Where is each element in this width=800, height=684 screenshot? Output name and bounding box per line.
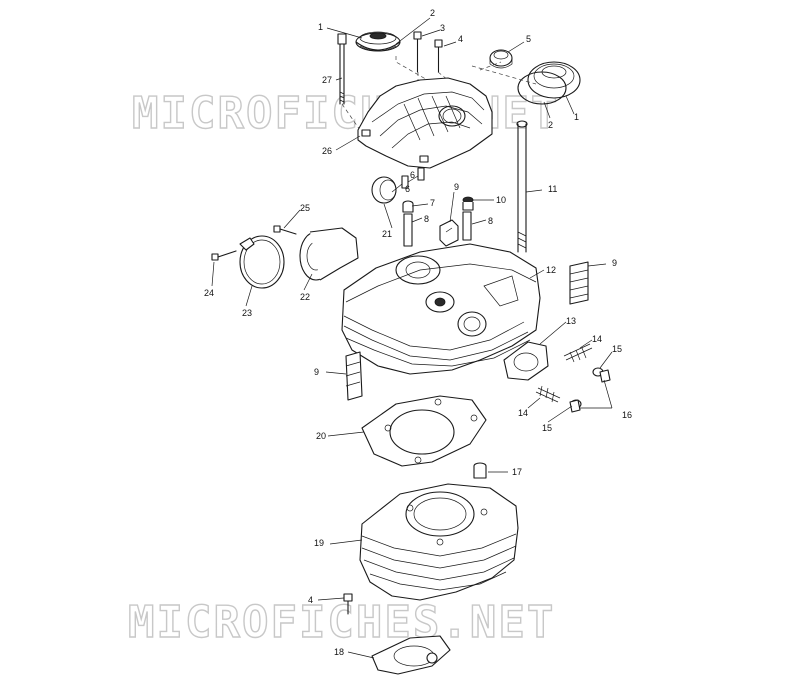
o-ring-part-1-right: [517, 71, 567, 105]
tensioner-part-9-top: [439, 219, 459, 247]
callout-14b: 14: [518, 408, 528, 418]
callout-14a: 14: [592, 334, 602, 344]
cylinder-head-part-12: [341, 243, 541, 375]
callout-2-top: 2: [430, 8, 435, 18]
callout-1-top: 1: [318, 22, 323, 32]
watermark-bottom: MICROFICHES.NET: [128, 597, 555, 648]
intake-pipe-part-22: [299, 227, 359, 281]
callout-9-top: 9: [454, 182, 459, 192]
dowel-part-17: [473, 462, 487, 479]
bolt-part-4-top: [434, 39, 443, 73]
lifter-part-7: [402, 200, 414, 213]
base-gasket-part-18: [371, 635, 451, 675]
spring-part-14a: [563, 343, 593, 363]
guide-block-part-9-right: [569, 261, 589, 305]
callout-23: 23: [242, 308, 252, 318]
callout-22: 22: [300, 292, 310, 302]
callout-13: 13: [566, 316, 576, 326]
cap-part-2-right: [527, 61, 581, 99]
callout-7: 7: [430, 198, 435, 208]
callout-9-left: 9: [314, 367, 319, 377]
callout-21: 21: [382, 229, 392, 239]
push-rod-part-8b: [462, 211, 472, 241]
stud-part-11: [516, 120, 528, 253]
callout-19: 19: [314, 538, 324, 548]
gasket-part-13: [503, 341, 549, 381]
callout-25: 25: [300, 203, 310, 213]
callout-6b: 6: [410, 170, 415, 180]
callout-20: 20: [316, 431, 326, 441]
bolt-part-25: [273, 225, 297, 235]
cylinder-part-19: [359, 483, 519, 601]
bolt-part-3: [413, 31, 422, 73]
clamp-part-23: [239, 235, 285, 289]
push-rod-part-8a: [403, 213, 413, 247]
plug-part-21: [371, 176, 397, 204]
callout-2-right: 2: [548, 120, 553, 130]
callout-3: 3: [440, 23, 445, 33]
callout-10: 10: [496, 195, 506, 205]
callout-17: 17: [512, 467, 522, 477]
plug-part-5: [489, 49, 513, 69]
leader-lines: [211, 17, 613, 659]
bolt-part-24: [211, 250, 237, 261]
cap-nut-part-16: [569, 369, 611, 413]
callout-9-right: 9: [612, 258, 617, 268]
cap-part-2-top: [355, 31, 401, 52]
watermark-top: MICROFICHES.NET: [132, 88, 559, 139]
lifter-part-10: [462, 196, 474, 211]
callout-1-right: 1: [574, 112, 579, 122]
callout-18: 18: [334, 647, 344, 657]
rocker-cover-part-26: [357, 77, 493, 169]
long-bolt-part-27: [337, 33, 347, 105]
callout-4-top: 4: [458, 34, 463, 44]
callout-15a: 15: [612, 344, 622, 354]
guide-block-part-9-left: [345, 351, 363, 401]
callout-labels: 1 2 3 4 5 2 1 27 26 6 6 9 10 11 7 8 8 21…: [204, 8, 632, 657]
head-gasket-part-20: [361, 395, 487, 467]
callout-8a: 8: [424, 214, 429, 224]
callout-11: 11: [548, 184, 557, 194]
callout-5: 5: [526, 34, 531, 44]
callout-27: 27: [322, 75, 332, 85]
callout-12: 12: [546, 265, 556, 275]
callout-24: 24: [204, 288, 214, 298]
dowel-part-6b: [417, 167, 425, 181]
callout-15b: 15: [542, 423, 552, 433]
callout-8b: 8: [488, 216, 493, 226]
callout-4-bottom: 4: [308, 595, 313, 605]
callout-6a: 6: [405, 184, 410, 194]
bolt-part-4-bottom: [343, 593, 353, 615]
callout-26: 26: [322, 146, 332, 156]
callout-16: 16: [622, 410, 632, 420]
spring-part-14b: [535, 385, 561, 403]
